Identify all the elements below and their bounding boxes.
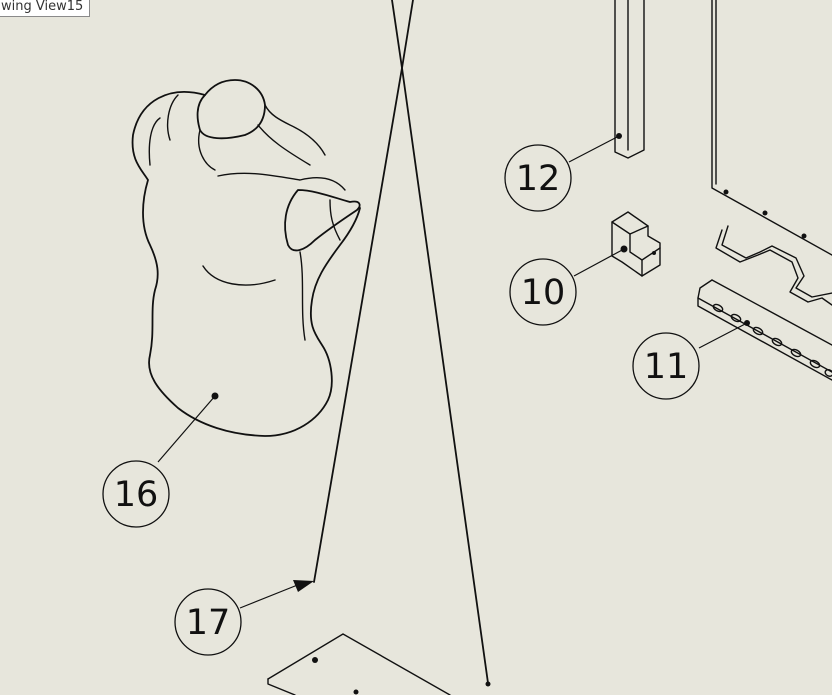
balloon-12[interactable]: 12	[504, 144, 572, 212]
frame-panel	[711, 0, 832, 306]
rail-part	[697, 279, 832, 381]
mannequin-torso	[131, 79, 361, 437]
balloon-11[interactable]: 11	[632, 332, 700, 400]
balloon-number: 11	[644, 347, 689, 387]
base-plate	[267, 633, 451, 695]
drawing-view-label[interactable]: wing View15	[0, 0, 91, 17]
bracket-part	[611, 211, 661, 277]
leader-lines	[157, 135, 748, 609]
balloon-16[interactable]: 16	[102, 460, 170, 528]
balloon-number: 17	[186, 603, 231, 643]
balloon-17[interactable]: 17	[174, 588, 242, 656]
balloon-number: 16	[114, 475, 159, 515]
balloon-number: 12	[516, 159, 561, 199]
balloon-10[interactable]: 10	[509, 258, 577, 326]
upright-post	[614, 0, 645, 159]
balloon-number: 10	[521, 273, 566, 313]
stand-rods	[313, 0, 491, 687]
